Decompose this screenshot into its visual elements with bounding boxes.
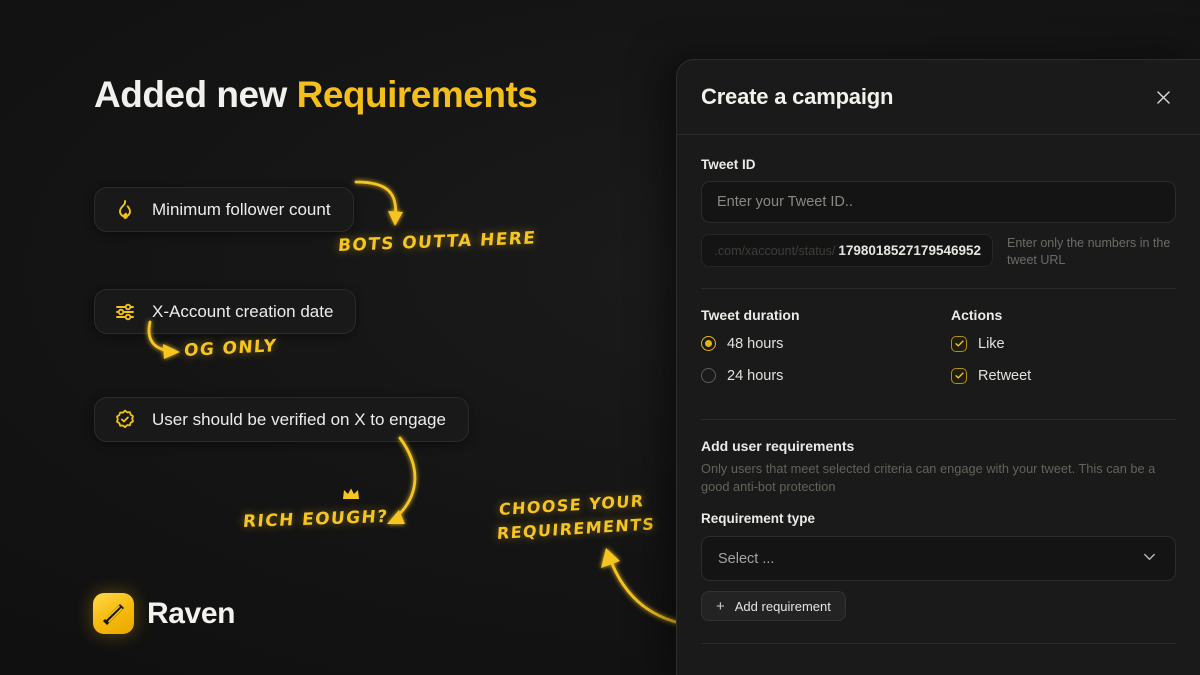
annotation-og-only: OG ONLY bbox=[183, 336, 278, 362]
brand-name: Raven bbox=[147, 596, 236, 630]
checkbox-like-label: Like bbox=[978, 335, 1005, 352]
crown-icon bbox=[342, 487, 360, 501]
tweet-url-prefix: .com/xaccount/status/ bbox=[714, 243, 836, 258]
add-requirement-button[interactable]: + Add requirement bbox=[701, 591, 846, 622]
requirement-type-label: Requirement type bbox=[701, 511, 816, 527]
tweet-id-label: Tweet ID bbox=[701, 157, 756, 172]
add-user-requirements-title: Add user requirements bbox=[701, 437, 855, 454]
tweet-id-placeholder: Enter your Tweet ID.. bbox=[717, 194, 853, 210]
radio-24-hours[interactable] bbox=[701, 368, 716, 384]
requirement-card-label: X-Account creation date bbox=[152, 301, 334, 321]
raven-logo-mark-icon bbox=[93, 593, 134, 634]
tweet-duration-title: Tweet duration bbox=[701, 306, 800, 323]
requirement-card-label: User should be verified on X to engage bbox=[152, 409, 446, 429]
panel-body: Tweet ID Enter your Tweet ID.. .com/xacc… bbox=[677, 135, 1200, 645]
page-title: Added new Requirements bbox=[94, 74, 538, 116]
tweet-id-hint-row: .com/xaccount/status/ 179801852717954695… bbox=[701, 234, 1176, 269]
checkbox-retweet-label: Retweet bbox=[978, 367, 1032, 384]
requirement-card-account-creation-date[interactable]: X-Account creation date bbox=[94, 289, 357, 334]
verified-badge-icon bbox=[113, 408, 137, 432]
create-campaign-panel: Create a campaign Tweet ID Enter your Tw… bbox=[676, 59, 1200, 675]
actions-title: Actions bbox=[951, 306, 1003, 323]
radio-option-24-hours[interactable]: 24 hours bbox=[701, 368, 951, 384]
panel-header: Create a campaign bbox=[677, 60, 1200, 135]
divider-1 bbox=[701, 287, 1176, 289]
checkbox-option-like[interactable]: Like bbox=[951, 335, 1176, 352]
checkbox-option-retweet[interactable]: Retweet bbox=[951, 367, 1176, 384]
requirement-card-verified-user[interactable]: User should be verified on X to engage bbox=[94, 397, 469, 442]
plus-icon: + bbox=[716, 597, 725, 615]
divider-3 bbox=[701, 643, 1176, 645]
radio-48-hours[interactable] bbox=[701, 336, 716, 352]
user-requirements-section: Add user requirements Only users that me… bbox=[701, 437, 1176, 645]
checkbox-retweet[interactable] bbox=[951, 367, 967, 384]
requirement-type-selected-value: Select ... bbox=[718, 550, 775, 567]
checkbox-like[interactable] bbox=[951, 335, 967, 352]
radio-48-hours-label: 48 hours bbox=[727, 335, 784, 352]
tweet-duration-group: Tweet duration 48 hours 24 hours bbox=[701, 307, 951, 400]
annotation-choose-your: CHOOSE YOUR bbox=[498, 491, 646, 520]
headline-accent: Requirements bbox=[296, 74, 538, 115]
tweet-id-input[interactable]: Enter your Tweet ID.. bbox=[701, 181, 1176, 223]
annotation-requirements: REQUIREMENTS bbox=[496, 514, 656, 544]
chevron-down-icon bbox=[1140, 547, 1159, 570]
tweet-url-example: .com/xaccount/status/ 179801852717954695… bbox=[701, 234, 993, 267]
add-user-requirements-description: Only users that meet selected criteria c… bbox=[701, 460, 1156, 494]
brand-logo: Raven bbox=[93, 593, 235, 634]
left-showcase: Added new Requirements Minimum follower … bbox=[93, 74, 708, 634]
requirement-card-label: Minimum follower count bbox=[152, 199, 331, 219]
requirement-card-minimum-follower-count[interactable]: Minimum follower count bbox=[94, 187, 354, 232]
requirement-type-select[interactable]: Select ... bbox=[701, 536, 1176, 582]
tweet-id-hint: Enter only the numbers in the tweet URL bbox=[1007, 236, 1171, 267]
radio-24-hours-label: 24 hours bbox=[727, 367, 784, 384]
close-icon[interactable] bbox=[1150, 84, 1176, 110]
flame-icon bbox=[113, 198, 137, 222]
headline-plain: Added new bbox=[94, 74, 287, 115]
add-requirement-label: Add requirement bbox=[734, 598, 831, 614]
annotation-bots-outta-here: BOTS OUTTA HERE bbox=[337, 228, 538, 257]
sliders-icon bbox=[113, 300, 137, 324]
annotation-rich-enough: RICH EOUGH? bbox=[242, 506, 390, 533]
duration-actions-row: Tweet duration 48 hours 24 hours Actions bbox=[701, 307, 1176, 400]
actions-group: Actions Like Retweet bbox=[951, 307, 1176, 400]
tweet-url-id: 1798018527179546952 bbox=[838, 243, 981, 258]
radio-option-48-hours[interactable]: 48 hours bbox=[701, 336, 951, 352]
divider-2 bbox=[701, 418, 1176, 420]
panel-title: Create a campaign bbox=[701, 84, 894, 109]
